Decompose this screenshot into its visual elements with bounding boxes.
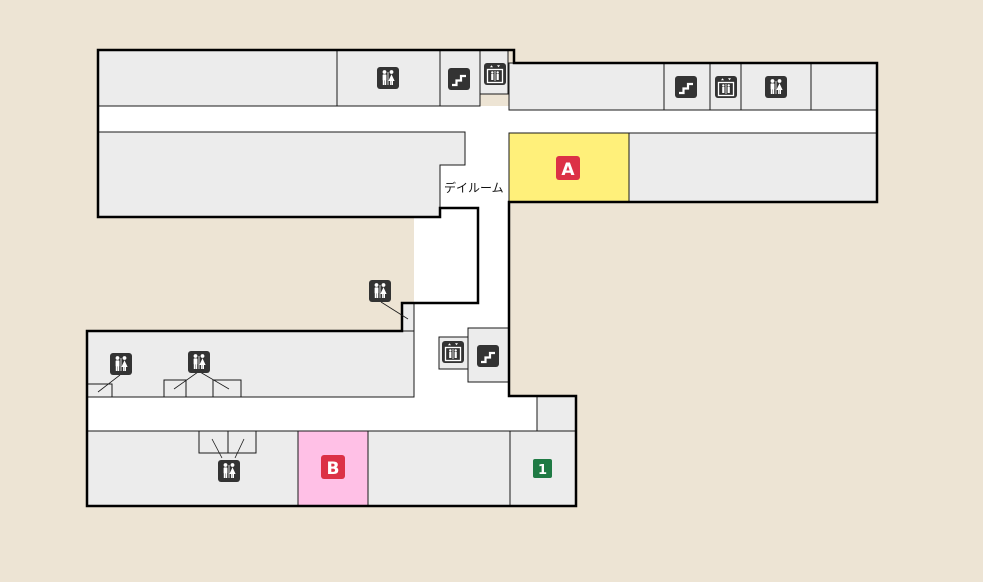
stairs-icon: [675, 76, 697, 98]
middle-block: [401, 302, 510, 383]
marker-b[interactable]: B: [321, 455, 345, 479]
room-lower-right-corner: [536, 395, 577, 432]
marker-a-label: A: [561, 160, 575, 180]
elevator-icon: [484, 63, 506, 85]
room-upper-left-1: [97, 49, 338, 107]
elevator-icon: [442, 341, 464, 363]
room-mid-small: [401, 302, 415, 333]
marker-b-label: B: [327, 459, 340, 479]
restroom-icon: [218, 460, 240, 482]
stairs-icon: [477, 345, 499, 367]
room-lower-2: [367, 430, 511, 507]
cubicle: [227, 430, 257, 454]
restroom-icon: [188, 351, 210, 373]
room-upper-right-1: [508, 62, 665, 111]
day-room-label: デイルーム: [444, 180, 504, 195]
elevator-icon: [715, 76, 737, 98]
leader-lines: [97, 301, 409, 459]
cubicle: [212, 379, 242, 398]
restroom-icon: [765, 76, 787, 98]
room-lower-upper-row: [86, 330, 415, 398]
restroom-icon: [110, 353, 132, 375]
room-lower-1: [86, 430, 299, 507]
room-mid-stairs: [467, 327, 510, 383]
room-upper-right-end: [810, 62, 878, 111]
restroom-icon: [369, 280, 391, 302]
marker-1[interactable]: 1: [533, 459, 552, 478]
stairs-icon: [448, 68, 470, 90]
restroom-icon: [377, 67, 399, 89]
marker-1-label: 1: [538, 463, 547, 478]
outer-walls: [85, 48, 879, 508]
room-right-large: [628, 132, 878, 203]
marker-a[interactable]: A: [556, 156, 580, 180]
room-left-large: [97, 131, 466, 218]
